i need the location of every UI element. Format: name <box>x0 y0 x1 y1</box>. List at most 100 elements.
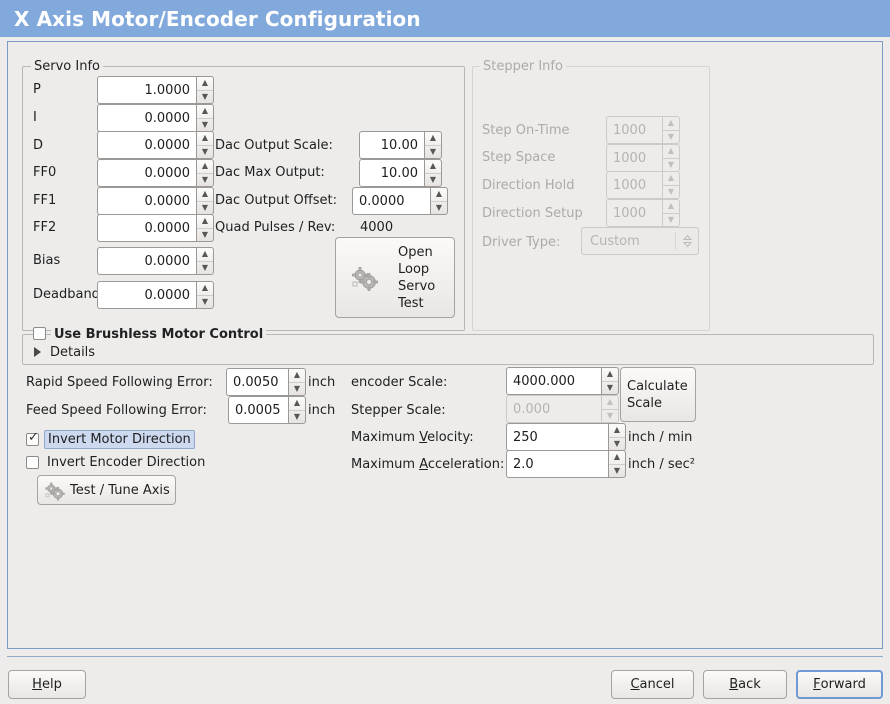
servo-ff0-stepper[interactable]: ▲ ▼ <box>196 159 214 187</box>
maximum-acceleration-value[interactable]: 2.0 <box>506 450 608 478</box>
servo-ff1-stepper[interactable]: ▲ ▼ <box>196 187 214 215</box>
servo-i-value[interactable]: 0.0000 <box>97 104 196 132</box>
encoder-scale-stepper[interactable]: ▲ ▼ <box>601 367 619 395</box>
maximum-velocity-spinbutton[interactable]: 250 ▲ ▼ <box>506 423 626 451</box>
servo-p-spinbutton[interactable]: 1.0000 ▲ ▼ <box>97 76 214 104</box>
dac-max-output-spinbutton[interactable]: 10.00 ▲ ▼ <box>359 159 442 187</box>
spin-down-icon[interactable]: ▼ <box>197 172 213 187</box>
spin-down-icon[interactable]: ▼ <box>602 380 618 395</box>
servo-deadband-value[interactable]: 0.0000 <box>97 281 196 309</box>
servo-d-value[interactable]: 0.0000 <box>97 131 196 159</box>
spin-down-icon[interactable]: ▼ <box>197 294 213 309</box>
use-brushless-label[interactable]: Use Brushless Motor Control <box>51 327 267 342</box>
spin-down-icon[interactable]: ▼ <box>609 463 625 478</box>
servo-ff1-value[interactable]: 0.0000 <box>97 187 196 215</box>
servo-i-stepper[interactable]: ▲ ▼ <box>196 104 214 132</box>
title-bar: X Axis Motor/Encoder Configuration <box>0 0 890 37</box>
dac-max-output-stepper[interactable]: ▲ ▼ <box>424 159 442 187</box>
dac-output-scale-spinbutton[interactable]: 10.00 ▲ ▼ <box>359 131 442 159</box>
spin-up-icon[interactable]: ▲ <box>201 283 209 293</box>
servo-p-stepper[interactable]: ▲ ▼ <box>196 76 214 104</box>
spin-up-icon[interactable]: ▲ <box>201 216 209 226</box>
encoder-scale-value[interactable]: 4000.000 <box>506 367 601 395</box>
calculate-scale-button[interactable]: Calculate Scale <box>620 367 696 422</box>
feed-speed-following-error-value[interactable]: 0.0005 <box>228 396 288 424</box>
spin-up-icon[interactable]: ▲ <box>613 425 621 435</box>
invert-motor-direction-label[interactable]: Invert Motor Direction <box>44 430 195 449</box>
servo-bias-spinbutton[interactable]: 0.0000 ▲ ▼ <box>97 247 214 275</box>
servo-i-spinbutton[interactable]: 0.0000 ▲ ▼ <box>97 104 214 132</box>
step-on-time-stepper: ▲ ▼ <box>662 116 680 144</box>
maximum-acceleration-spinbutton[interactable]: 2.0 ▲ ▼ <box>506 450 626 478</box>
spin-down-icon[interactable]: ▼ <box>425 144 441 159</box>
spin-down-icon[interactable]: ▼ <box>197 260 213 275</box>
servo-deadband-stepper[interactable]: ▲ ▼ <box>196 281 214 309</box>
servo-bias-value[interactable]: 0.0000 <box>97 247 196 275</box>
spin-up-icon[interactable]: ▲ <box>201 78 209 88</box>
spin-up-icon[interactable]: ▲ <box>429 133 437 143</box>
dac-output-offset-value[interactable]: 0.0000 <box>352 187 430 215</box>
servo-bias-stepper[interactable]: ▲ ▼ <box>196 247 214 275</box>
maximum-velocity-value[interactable]: 250 <box>506 423 608 451</box>
servo-deadband-spinbutton[interactable]: 0.0000 ▲ ▼ <box>97 281 214 309</box>
invert-encoder-direction-checkbox[interactable] <box>26 456 39 469</box>
servo-d-spinbutton[interactable]: 0.0000 ▲ ▼ <box>97 131 214 159</box>
servo-ff2-value[interactable]: 0.0000 <box>97 214 196 242</box>
direction-hold-label: Direction Hold <box>482 178 575 193</box>
content-frame: Servo Info P I D FF0 FF1 FF2 Bias Deadba… <box>7 41 883 649</box>
feed-speed-following-error-spinbutton[interactable]: 0.0005 ▲ ▼ <box>228 396 306 424</box>
dac-max-output-value[interactable]: 10.00 <box>359 159 424 187</box>
rapid-speed-following-error-spinbutton[interactable]: 0.0050 ▲ ▼ <box>226 368 306 396</box>
spin-down-icon[interactable]: ▼ <box>289 409 305 424</box>
spin-down-icon[interactable]: ▼ <box>197 89 213 104</box>
spin-up-icon[interactable]: ▲ <box>606 369 614 379</box>
encoder-scale-spinbutton[interactable]: 4000.000 ▲ ▼ <box>506 367 619 395</box>
spin-down-icon[interactable]: ▼ <box>609 436 625 451</box>
servo-ff0-spinbutton[interactable]: 0.0000 ▲ ▼ <box>97 159 214 187</box>
maximum-velocity-stepper[interactable]: ▲ ▼ <box>608 423 626 451</box>
spin-up-icon[interactable]: ▲ <box>293 370 301 380</box>
maximum-acceleration-stepper[interactable]: ▲ ▼ <box>608 450 626 478</box>
dac-output-scale-stepper[interactable]: ▲ ▼ <box>424 131 442 159</box>
details-label[interactable]: Details <box>50 345 96 360</box>
spin-down-icon[interactable]: ▼ <box>197 117 213 132</box>
servo-ff1-spinbutton[interactable]: 0.0000 ▲ ▼ <box>97 187 214 215</box>
spin-down-icon[interactable]: ▼ <box>431 200 447 215</box>
spin-down-icon[interactable]: ▼ <box>425 172 441 187</box>
spin-up-icon[interactable]: ▲ <box>201 249 209 259</box>
dac-output-offset-spinbutton[interactable]: 0.0000 ▲ ▼ <box>352 187 448 215</box>
spin-down-icon[interactable]: ▼ <box>197 144 213 159</box>
servo-ff2-spinbutton[interactable]: 0.0000 ▲ ▼ <box>97 214 214 242</box>
spin-up-icon[interactable]: ▲ <box>613 452 621 462</box>
open-loop-servo-test-button[interactable]: Open Loop Servo Test <box>335 237 455 318</box>
dac-output-offset-stepper[interactable]: ▲ ▼ <box>430 187 448 215</box>
spin-up-icon[interactable]: ▲ <box>293 398 301 408</box>
rapid-speed-following-error-value[interactable]: 0.0050 <box>226 368 288 396</box>
invert-motor-direction-checkbox[interactable]: ✓ <box>26 431 39 446</box>
servo-ff2-stepper[interactable]: ▲ ▼ <box>196 214 214 242</box>
spin-down-icon[interactable]: ▼ <box>197 227 213 242</box>
servo-d-stepper[interactable]: ▲ ▼ <box>196 131 214 159</box>
invert-encoder-direction-label[interactable]: Invert Encoder Direction <box>47 455 206 470</box>
rapid-error-stepper[interactable]: ▲ ▼ <box>288 368 306 396</box>
servo-p-value[interactable]: 1.0000 <box>97 76 196 104</box>
spin-down-icon[interactable]: ▼ <box>197 200 213 215</box>
spin-down-icon: ▼ <box>663 129 679 144</box>
feed-error-stepper[interactable]: ▲ ▼ <box>288 396 306 424</box>
servo-ff0-value[interactable]: 0.0000 <box>97 159 196 187</box>
dac-output-scale-value[interactable]: 10.00 <box>359 131 424 159</box>
use-brushless-checkbox[interactable] <box>33 327 46 340</box>
spin-up-icon[interactable]: ▲ <box>429 161 437 171</box>
details-expander-icon[interactable] <box>34 347 41 357</box>
spin-up-icon[interactable]: ▲ <box>201 133 209 143</box>
spin-down-icon[interactable]: ▼ <box>289 381 305 396</box>
spin-up-icon[interactable]: ▲ <box>201 161 209 171</box>
spin-up-icon[interactable]: ▲ <box>201 189 209 199</box>
test-tune-axis-button[interactable]: Test / Tune Axis <box>37 475 176 505</box>
spin-up-icon[interactable]: ▲ <box>435 189 443 199</box>
spin-up-icon[interactable]: ▲ <box>201 106 209 116</box>
